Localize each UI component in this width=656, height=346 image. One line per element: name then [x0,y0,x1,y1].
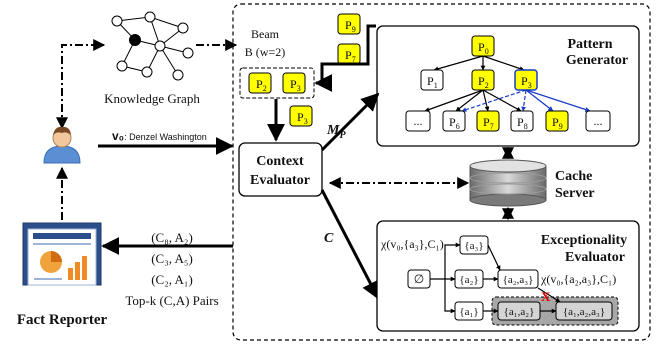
pattern-generator-title-2: Generator [566,53,628,68]
pattern-generator-title-1: Pattern [567,37,612,52]
svg-text:P6: P6 [449,115,460,131]
svg-text:P0: P0 [478,40,489,56]
top-k-pair-3: (C₂, A₁) [151,272,193,287]
pattern-node-p6: P6 [442,110,466,132]
pattern-node-p8: P8 [510,110,534,132]
pattern-node-ellipsis-right: ... [585,110,611,132]
beam-item-p3: P3 [282,72,306,94]
svg-text:...: ... [414,114,423,128]
exc-node-a3-label: {a₃} [464,240,483,252]
exc-node-empty-label: ∅ [414,272,424,286]
svg-text:P8: P8 [517,115,528,131]
mp-arrow [320,92,380,152]
pattern-node-p3: P3 [514,69,538,91]
system-boundary [232,3,651,341]
knowledge-graph-icon [111,11,194,81]
v0-text: v₀: Denzel Washington [112,129,207,143]
chi-a3-text: χ(v₀,{a₃},C₁) [380,237,444,251]
exceptionality-title-1: Exceptionality [541,233,627,248]
beam-output-p3: P3 [289,105,313,127]
stack-item-p9: P9 [337,13,361,35]
svg-text:P3: P3 [297,110,308,126]
svg-text:P3: P3 [521,74,532,90]
v0-value: : Denzel Washington [124,132,207,142]
top-k-pair-1: (C₈, A₂) [151,230,193,245]
pruned-x-mark: X [541,289,551,304]
exc-node-a1a2a3-label: {a₁,a₂,a₃} [563,306,605,318]
svg-text:...: ... [594,114,603,128]
context-evaluator-title-1: Context [256,154,304,169]
context-evaluator-title-2: Evaluator [250,173,310,188]
beam-title: Beam [251,27,280,41]
top-k-pair-2: (C₃, A₅) [151,251,193,266]
beam-box [239,67,315,99]
exceptionality-title-2: Evaluator [565,250,625,265]
beam-subtitle: B (w=2) [245,45,285,59]
svg-text:P9: P9 [552,115,563,131]
generator-to-beam-arrow [314,24,376,92]
pattern-node-p1: P1 [420,69,444,91]
knowledge-graph-label: Knowledge Graph [104,91,200,106]
exc-node-a1-label: {a₁} [459,306,478,318]
cache-server-title-2: Server [555,186,595,201]
beam-item-p2: P2 [248,72,272,94]
pattern-node-p7: P7 [476,110,500,132]
svg-text:P9: P9 [345,18,356,34]
pattern-node-p0: P0 [471,35,495,57]
exceptionality-edges [430,242,561,314]
user-icon [43,126,81,164]
cache-server-icon [469,159,547,207]
context-evaluator-box [238,142,323,197]
svg-text:P7: P7 [345,48,356,64]
pattern-tree-edges [424,55,591,113]
cache-server-title-1: Cache [555,169,592,184]
pattern-node-p9: P9 [545,110,569,132]
fact-reporter-icon [22,222,102,286]
svg-text:P1: P1 [427,74,438,90]
svg-text:P3: P3 [290,77,301,93]
exc-node-a2a3-label: {a₂,a₃} [503,274,534,286]
chi-a2a3-text: χ(v₀,{a₂,a₃},C₁) [540,272,616,286]
fact-reporter-label: Fact Reporter [17,312,108,328]
user-kg-arrow [56,39,106,130]
pattern-node-ellipsis-left: ... [405,110,431,132]
c-arrow [320,189,380,300]
svg-text:P2: P2 [478,74,489,90]
stack-item-p7: P7 [337,43,361,65]
svg-text:P2: P2 [256,77,267,93]
exc-node-a1a2-label: {a₁,a₂} [504,306,535,318]
top-k-label: Top-k (C,A) Pairs [125,293,218,308]
pattern-node-p2: P2 [471,69,495,91]
mp-label: MP [326,123,346,141]
c-label: C [324,231,334,246]
svg-text:P7: P7 [483,115,494,131]
exc-node-a2-label: {a₂} [459,274,478,286]
v0-label: v₀ [112,129,124,143]
